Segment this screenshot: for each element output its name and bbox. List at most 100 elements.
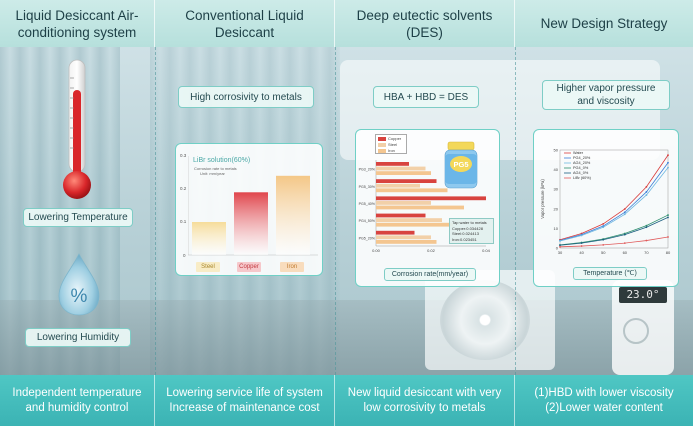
vp-point (667, 154, 669, 156)
vp-xtick: 80 (666, 250, 671, 255)
thermometer-icon (63, 59, 91, 199)
note-line: Steel:0.024413 (452, 231, 479, 236)
high-corrosivity-pill: High corrosivity to metals (178, 86, 314, 108)
vp-ytick: 30 (554, 187, 559, 192)
libr-chart-subtitle-2: Unit: mm/year (200, 171, 225, 176)
vp-xtick: 30 (558, 250, 563, 255)
vp-point (559, 244, 561, 247)
vp-point (580, 234, 583, 237)
vp-point (559, 245, 561, 248)
vp-legend-label: AG4_0% (573, 171, 589, 175)
des-xlabel: Corrosion rate(mm/year) (384, 268, 476, 281)
vp-point (623, 233, 626, 236)
footer-line: Independent temperature (12, 386, 142, 399)
note-line: Copper:0.034428 (452, 225, 483, 231)
legend-label-steel: Steel (388, 142, 398, 147)
header-text: New Design Strategy (540, 16, 668, 31)
vp-point (645, 185, 648, 188)
des-bar-iron (376, 222, 453, 227)
des-horizontal-bar-chart: PG3_20% PG5_30% PG5_40% PG4_50% PG5_20% 0.00 0… (359, 160, 491, 253)
des-jar-icon: PG5 (444, 141, 478, 189)
des-category-label: PG4_50% (359, 219, 376, 223)
des-xtick: 0.04 (482, 248, 491, 253)
libr-bar-chart (188, 156, 318, 256)
footer-panel-4: (1)HBD with lower viscosity(2)Lower wate… (515, 375, 693, 426)
remote-display: 23.0° (619, 287, 667, 303)
pill-line: and viscosity (577, 96, 635, 107)
libr-bar-copper (234, 192, 268, 255)
vp-plot-frame (559, 149, 669, 249)
vp-point (667, 216, 669, 219)
pill-line: Higher vapor pressure (556, 83, 656, 94)
legend-label-iron: Iron (388, 148, 395, 153)
des-xtick: 0.00 (372, 248, 381, 253)
des-bar-copper (376, 196, 486, 201)
footer-line: Lowering service life of system (166, 386, 323, 399)
vp-point (645, 224, 648, 227)
vp-point (645, 239, 648, 242)
vp-xtick: 60 (623, 250, 628, 255)
des-bar-iron (376, 240, 437, 244)
lowering-humidity-label: Lowering Humidity (25, 328, 131, 347)
tap-water-note: Tap water to metals Copper:0.034428 Stee… (449, 218, 494, 244)
libr-bar-steel (192, 222, 226, 255)
vp-xtick: 70 (644, 250, 649, 255)
vp-ytick: 50 (554, 148, 559, 153)
vp-point (667, 214, 669, 216)
fan-icon (440, 280, 530, 360)
panel-divider (335, 47, 336, 375)
vp-point (559, 240, 561, 242)
libr-category-copper: Copper (237, 262, 261, 272)
libr-ytick: 0.2 (180, 186, 187, 191)
des-bar-copper (376, 213, 426, 218)
des-category-label: PG5_20% (359, 236, 376, 240)
hba-hbd-des-pill: HBA + HBD = DES (373, 86, 479, 108)
libr-ytick: 0 (183, 253, 186, 258)
des-category-label: PG5_30% (359, 185, 376, 189)
des-bar-copper (376, 162, 409, 166)
footer-line: New liquid desiccant with very (347, 386, 502, 399)
footer-line: Increase of maintenance cost (169, 401, 320, 414)
vp-point (623, 242, 626, 244)
header-panel-4: New Design Strategy (515, 0, 693, 47)
vp-point (602, 222, 605, 225)
vp-line-2 (559, 167, 669, 242)
vp-point (580, 245, 583, 247)
panel-divider (515, 47, 516, 375)
vp-xlabel: Temperature (℃) (573, 267, 647, 280)
libr-ytick: 0.3 (180, 153, 187, 158)
vp-legend-label: Water (573, 151, 584, 155)
vp-point (580, 242, 583, 244)
panel-divider (155, 47, 156, 375)
vp-ytick: 0 (556, 246, 559, 251)
header-text: Liquid Desiccant Air-conditioning system (15, 7, 139, 40)
header-panel-2: Conventional Liquid Desiccant (155, 0, 335, 47)
note-line: Tap water to metals (452, 220, 487, 225)
libr-category-steel: Steel (196, 262, 220, 272)
legend-swatch-iron (378, 149, 386, 153)
des-bar-iron (376, 205, 464, 210)
des-bar-steel (376, 166, 426, 171)
vp-line-0 (559, 154, 669, 241)
vp-ytick: 40 (554, 167, 559, 172)
des-bar-copper (376, 179, 437, 183)
header-text: Deep eutectic solvents (DES) (356, 7, 493, 40)
vp-ytick: 20 (554, 206, 559, 211)
des-bar-iron (376, 188, 448, 193)
des-bar-steel (376, 218, 442, 222)
higher-vapor-pill: Higher vapor pressure and viscosity (542, 80, 670, 110)
des-category-label: PG5_40% (359, 202, 376, 206)
des-legend: Copper Steel Iron (375, 134, 407, 154)
vp-xtick: 40 (579, 250, 584, 255)
note-line: Iron:0.023451 (452, 236, 477, 242)
vp-legend-label: PG4_20% (573, 156, 591, 160)
vp-legend-label: LiBr (60%) (573, 176, 592, 180)
des-bar-steel (376, 183, 420, 188)
des-category-label: PG3_20% (359, 168, 376, 172)
drop-percent-symbol: % (71, 286, 88, 307)
vp-ytick: 10 (554, 226, 559, 231)
vapor-pressure-chart-card (533, 129, 679, 287)
